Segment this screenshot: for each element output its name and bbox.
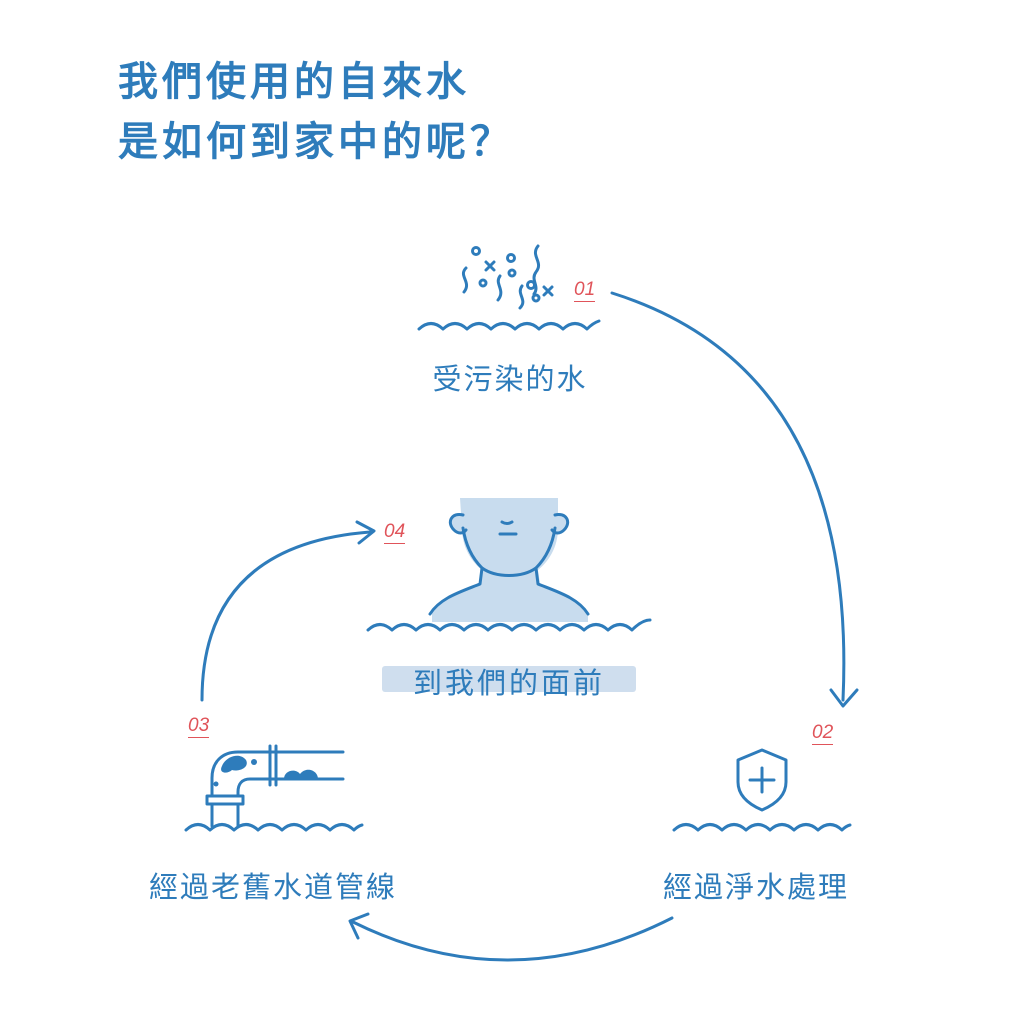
step-number-03: 03 [188,715,210,738]
step-label-04-text: 到我們的面前 [412,666,605,700]
step-label-03: 經過老舊水道管線 [148,870,398,904]
step-number-01: 01 [574,279,596,302]
person-in-water-icon [366,498,652,632]
step-label-02: 經過淨水處理 [662,870,850,904]
arrow-01-to-02 [610,291,859,708]
arrow-02-to-03 [348,912,674,962]
page-title: 我們使用的自來水 是如何到家中的呢？ [118,52,514,172]
step-label-01: 受污染的水 [432,362,588,396]
title-line-1: 我們使用的自來水 [118,59,470,105]
title-line-2: 是如何到家中的呢？ [118,119,514,165]
step-label-04: 到我們的面前 [382,660,636,700]
arrow-03-to-04 [200,520,376,702]
label-highlight [382,666,636,692]
polluted-water-icon [417,244,601,331]
old-pipe-icon [184,744,364,832]
step-number-02: 02 [812,722,834,745]
step-number-04: 04 [384,521,406,544]
shield-plus-icon [672,748,852,832]
